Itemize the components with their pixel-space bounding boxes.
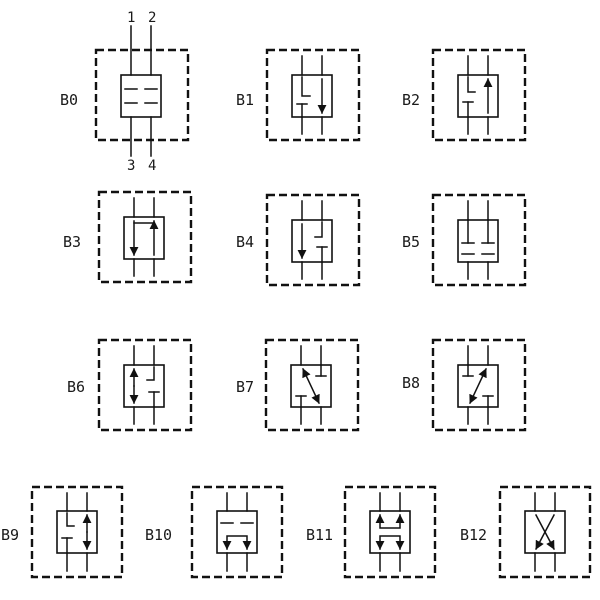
dashed-frame xyxy=(431,193,527,287)
valve-cell-b12: B12 xyxy=(460,485,592,579)
blocked-path-1 xyxy=(66,512,75,527)
loop-path-top xyxy=(375,514,405,529)
diagonal-flow xyxy=(469,368,487,404)
cell-label: B0 xyxy=(60,91,78,109)
cell-label: B2 xyxy=(402,91,420,109)
port-label-4: 4 xyxy=(148,158,156,174)
valve-cell-b3: B3 xyxy=(63,190,193,284)
dashed-frame xyxy=(190,485,284,579)
cell-label: B4 xyxy=(236,233,254,251)
valve-body xyxy=(120,74,162,118)
valve-body xyxy=(291,219,333,263)
dashed-frame xyxy=(30,485,124,579)
valve-cell-b5: B5 xyxy=(402,193,527,287)
port-label-2: 2 xyxy=(148,10,156,26)
valve-cell-b9: B9 xyxy=(1,485,124,579)
valve-body xyxy=(123,216,165,260)
valve-body xyxy=(291,74,333,118)
dashed-frame xyxy=(265,193,361,287)
port-label-1: 1 xyxy=(127,10,135,26)
valve-cell-b2: B2 xyxy=(402,48,527,142)
valve-cell-b6: B6 xyxy=(67,338,193,432)
cell-label: B1 xyxy=(236,91,254,109)
loop-path xyxy=(222,535,252,550)
blocked-path-1 xyxy=(301,76,311,97)
cell-label: B5 xyxy=(402,233,420,251)
cell-label: B6 xyxy=(67,378,85,396)
dashed-frame xyxy=(343,485,437,579)
dashed-frame xyxy=(94,48,190,142)
valve-cell-b1: B1 xyxy=(236,48,361,142)
valve-body xyxy=(369,510,411,554)
valve-cell-b10: B10 xyxy=(145,485,284,579)
cell-label: B10 xyxy=(145,526,172,544)
port-label-3: 3 xyxy=(127,158,135,174)
valve-body xyxy=(457,219,499,263)
cross-flow-2 xyxy=(534,513,556,551)
valve-body xyxy=(290,364,332,408)
cell-label: B3 xyxy=(63,233,81,251)
dashed-frame xyxy=(498,485,592,579)
dashed-frame xyxy=(431,48,527,142)
dashed-frame xyxy=(265,48,361,142)
cell-label: B11 xyxy=(306,526,333,544)
valve-cell-b8: B8 xyxy=(402,338,527,432)
valve-body xyxy=(524,510,566,554)
diagonal-flow xyxy=(302,368,320,404)
cell-label: B12 xyxy=(460,526,487,544)
valve-body xyxy=(457,74,499,118)
valve-body xyxy=(123,364,165,408)
blocked-path-2 xyxy=(314,221,323,238)
valve-body xyxy=(56,510,98,554)
dashed-frame xyxy=(431,338,527,432)
valve-body xyxy=(216,510,258,554)
dashed-frame xyxy=(264,338,360,432)
dashed-frame xyxy=(97,338,193,432)
cell-label: B9 xyxy=(1,526,19,544)
valve-body xyxy=(457,364,499,408)
valve-cell-b11: B11 xyxy=(306,485,437,579)
cell-label: B7 xyxy=(236,378,254,396)
blocked-path-2 xyxy=(146,366,155,381)
loop-path-bottom xyxy=(375,535,405,550)
valve-cell-b4: B4 xyxy=(236,193,361,287)
blocked-path-1 xyxy=(467,76,476,93)
valve-cell-b7: B7 xyxy=(236,338,360,432)
cell-label: B8 xyxy=(402,374,420,392)
dashed-frame xyxy=(97,190,193,284)
